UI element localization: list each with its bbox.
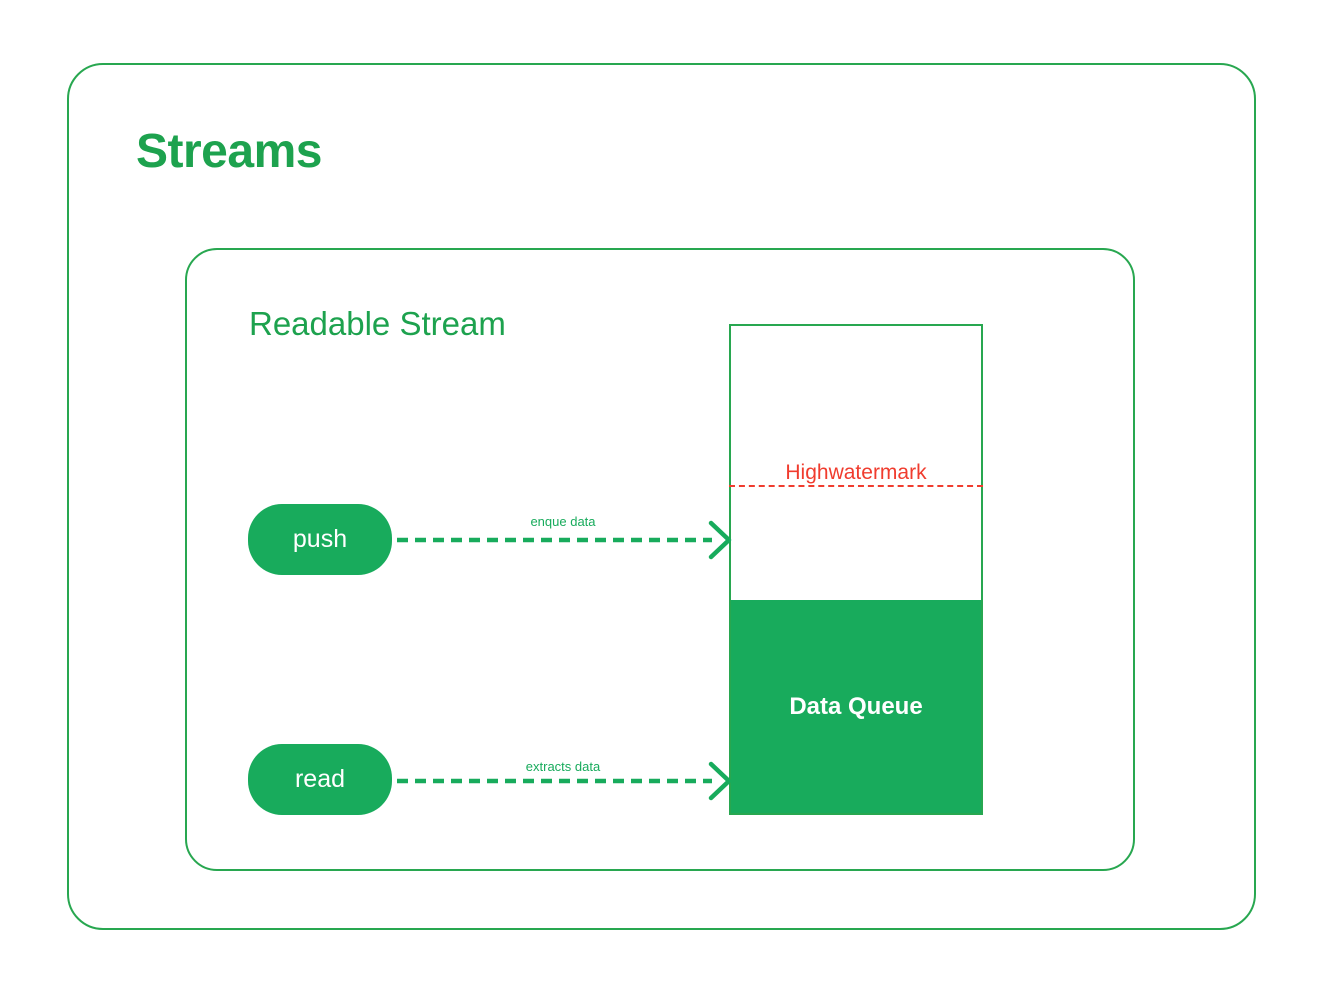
streams-panel xyxy=(67,63,1256,930)
data-queue-fill: Data Queue xyxy=(731,600,981,813)
read-node-label: read xyxy=(294,765,346,793)
extracts-data-arrow-label: extracts data xyxy=(525,759,601,774)
read-node: read xyxy=(248,744,392,815)
highwatermark-line xyxy=(729,485,983,487)
page-title: Streams xyxy=(136,125,322,178)
data-queue-label: Data Queue xyxy=(789,692,923,720)
queue-box: Data Queue xyxy=(729,324,983,815)
push-node: push xyxy=(248,504,392,575)
readable-stream-panel xyxy=(185,248,1135,871)
highwatermark-label: Highwatermark xyxy=(785,461,927,484)
readable-stream-title: Readable Stream xyxy=(249,305,506,342)
enque-data-arrow-label: enque data xyxy=(530,514,596,529)
push-node-label: push xyxy=(292,525,348,553)
